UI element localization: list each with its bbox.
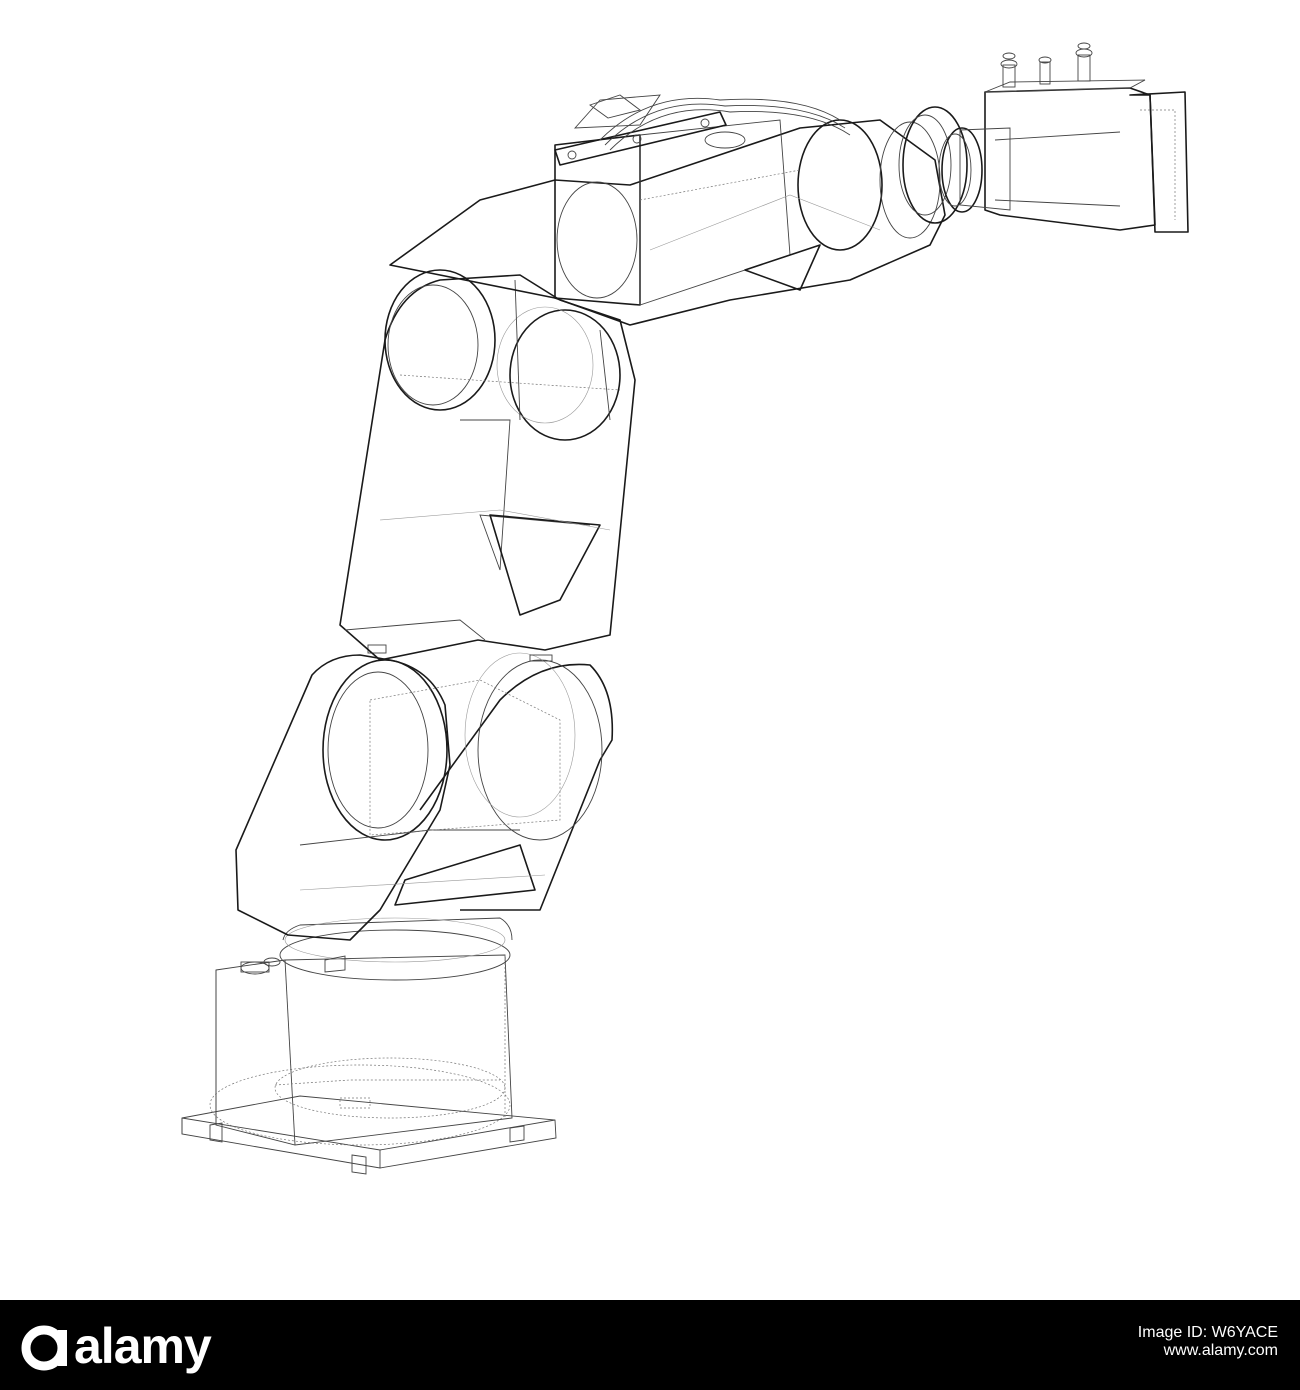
- alamy-a-icon: [20, 1320, 72, 1372]
- robot-cable-bundle: [554, 94, 851, 166]
- robot-forearm: [389, 119, 946, 326]
- image-id-block: Image ID: W6YACE www.alamy.com: [1138, 1324, 1278, 1360]
- robot-turret: [279, 917, 513, 981]
- robot-upper-arm: [339, 269, 636, 662]
- image-id-label: Image ID:: [1137, 1324, 1208, 1341]
- robot-base-column: [215, 954, 513, 1146]
- image-canvas: [181, 42, 1189, 1175]
- website-url: www.alamy.com: [1163, 1342, 1278, 1359]
- gripper-bolts: [1000, 42, 1093, 88]
- footer-bar: alamy Image ID: W6YACE www.alamy.com: [0, 1300, 1300, 1390]
- robot-wrist: [898, 106, 983, 224]
- robot-base-plate: [181, 1064, 557, 1175]
- robot-gripper: [959, 42, 1189, 233]
- alamy-logo: alamy: [20, 1316, 212, 1376]
- brand-name: alamy: [74, 1318, 212, 1374]
- image-id-value: W6YACE: [1211, 1324, 1278, 1341]
- robot-arm-wireframe-illustration: [181, 42, 1189, 1175]
- robot-lower-arm: [235, 644, 614, 941]
